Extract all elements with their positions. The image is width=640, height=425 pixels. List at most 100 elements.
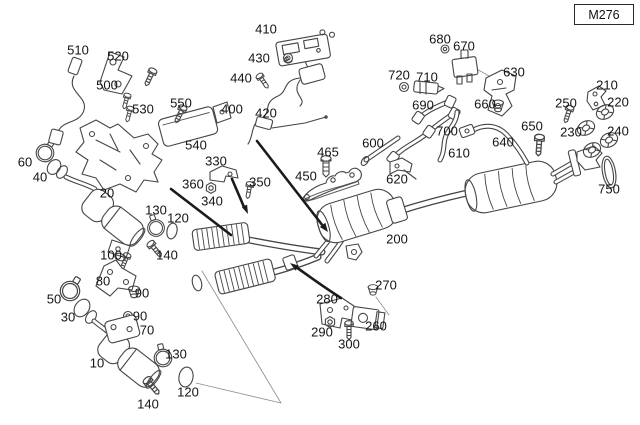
part-callout-600[interactable]: 600 (362, 135, 384, 151)
part-callout-660[interactable]: 660 (474, 96, 496, 112)
part-550-bolt (174, 104, 188, 124)
part-90-grommet-a (128, 285, 140, 299)
part-callout-200[interactable]: 200 (386, 231, 408, 247)
part-callout-420[interactable]: 420 (255, 105, 277, 121)
part-callout-300[interactable]: 300 (338, 336, 360, 352)
part-callout-520[interactable]: 520 (107, 48, 129, 64)
part-700-hose (386, 106, 461, 165)
part-callout-640[interactable]: 640 (492, 134, 514, 150)
part-callout-540[interactable]: 540 (185, 137, 207, 153)
part-140-bolt-a (146, 239, 162, 257)
part-callout-360[interactable]: 360 (182, 176, 204, 192)
pipe-end-flange (191, 274, 203, 292)
part-670-valve (451, 49, 479, 85)
part-330-bracket (209, 165, 239, 183)
part-140-bolt-b (142, 375, 160, 395)
part-callout-280[interactable]: 280 (316, 291, 338, 307)
part-callout-120a[interactable]: 120 (167, 210, 189, 226)
part-callout-30[interactable]: 30 (60, 309, 76, 325)
part-200-center-muffler (282, 149, 595, 271)
part-callout-610[interactable]: 610 (448, 145, 470, 161)
part-callout-10[interactable]: 10 (89, 355, 105, 371)
part-620-bracket (389, 157, 417, 180)
part-callout-350[interactable]: 350 (249, 174, 271, 190)
part-callout-20[interactable]: 20 (99, 185, 115, 201)
part-callout-270[interactable]: 270 (375, 277, 397, 293)
part-350-bolt (245, 181, 255, 199)
part-710-sensor (413, 80, 445, 95)
part-callout-690[interactable]: 690 (412, 97, 434, 113)
part-callout-670[interactable]: 670 (453, 38, 475, 54)
part-callout-290[interactable]: 290 (311, 324, 333, 340)
part-callout-330[interactable]: 330 (205, 153, 227, 169)
part-callout-230[interactable]: 230 (560, 124, 582, 140)
part-500-oxygen-sensor (48, 56, 85, 146)
part-callout-410[interactable]: 410 (255, 21, 277, 37)
part-130-clamp-b (153, 343, 173, 368)
part-callout-720[interactable]: 720 (388, 67, 410, 83)
part-640-bracket (458, 123, 530, 166)
part-260-bracket (350, 306, 386, 331)
part-callout-650[interactable]: 650 (521, 118, 543, 134)
part-300-bolt (344, 320, 354, 341)
part-callout-140a[interactable]: 140 (156, 247, 178, 263)
part-50-clamp (59, 276, 81, 302)
part-callout-250[interactable]: 250 (555, 95, 577, 111)
part-290-nut (324, 316, 336, 328)
part-callout-500[interactable]: 500 (96, 77, 118, 93)
part-callout-450[interactable]: 450 (295, 168, 317, 184)
part-callout-430[interactable]: 430 (248, 50, 270, 66)
pointer-arrows (169, 139, 343, 300)
part-callout-530[interactable]: 530 (132, 101, 154, 117)
part-callout-220[interactable]: 220 (607, 94, 629, 110)
part-callout-60[interactable]: 60 (17, 154, 33, 170)
part-430-grommet-nut (282, 52, 294, 64)
part-230-rubber-mounts (576, 120, 603, 171)
part-callout-550[interactable]: 550 (170, 95, 192, 111)
part-callout-130a[interactable]: 130 (145, 202, 167, 218)
part-callout-620[interactable]: 620 (386, 171, 408, 187)
part-callout-130b[interactable]: 130 (165, 346, 187, 362)
part-callout-465[interactable]: 465 (317, 144, 339, 160)
part-720-sealing-ring (398, 81, 410, 93)
part-250-bolt (563, 104, 575, 124)
part-510-bracket (99, 51, 133, 95)
part-callout-90b[interactable]: 90 (132, 308, 148, 324)
part-610-pipe (437, 109, 460, 163)
part-600-pipe (360, 135, 401, 166)
part-callout-710[interactable]: 710 (416, 69, 438, 85)
part-callout-510[interactable]: 510 (67, 42, 89, 58)
part-callout-210[interactable]: 210 (596, 77, 618, 93)
part-callout-440[interactable]: 440 (230, 70, 252, 86)
part-callout-240[interactable]: 240 (607, 123, 629, 139)
part-70-plate (104, 314, 141, 344)
part-callout-100[interactable]: 100 (100, 247, 122, 263)
part-callout-50[interactable]: 50 (46, 291, 62, 307)
part-callout-70[interactable]: 70 (139, 322, 155, 338)
part-callout-80[interactable]: 80 (95, 273, 111, 289)
part-callout-260[interactable]: 260 (365, 318, 387, 334)
part-540-heat-shield (157, 101, 232, 147)
part-callout-90a[interactable]: 90 (134, 285, 150, 301)
part-750-tailpipe-trim (601, 155, 617, 189)
part-callout-680[interactable]: 680 (429, 31, 451, 47)
part-520-bolt (144, 67, 158, 87)
part-30-gasket-ring (73, 298, 91, 318)
part-callout-40[interactable]: 40 (32, 169, 48, 185)
diagram-code-badge: M276 (574, 4, 634, 25)
part-callout-340[interactable]: 340 (201, 193, 223, 209)
part-680-sealing-ring (440, 44, 450, 54)
flex-coupler-lower (214, 258, 276, 295)
part-40-gasket-ring (46, 159, 62, 175)
part-450-support-bracket-highlighted (302, 167, 362, 202)
part-callout-700[interactable]: 700 (436, 123, 458, 139)
part-callout-630[interactable]: 630 (503, 64, 525, 80)
part-callout-140b[interactable]: 140 (137, 396, 159, 412)
part-callout-750[interactable]: 750 (598, 181, 620, 197)
part-420-temperature-sensor (247, 63, 328, 145)
part-callout-120b[interactable]: 120 (177, 384, 199, 400)
part-440-bolt (255, 72, 269, 89)
part-callout-400[interactable]: 400 (221, 101, 243, 117)
